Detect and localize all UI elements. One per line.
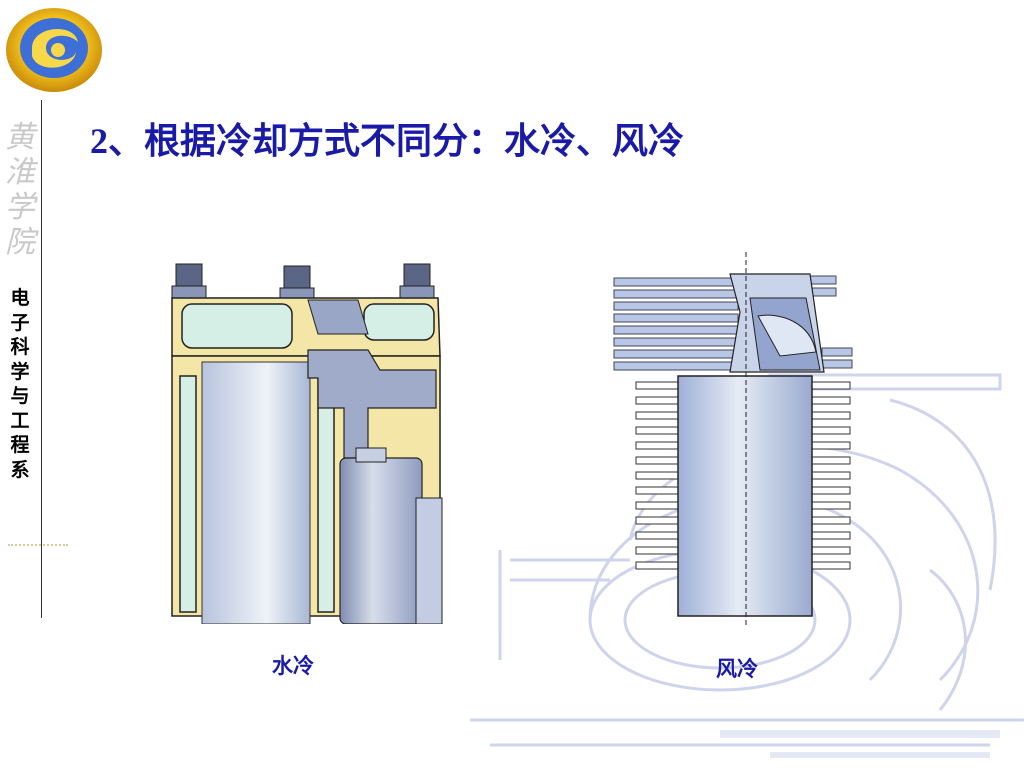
swirl-logo-icon [6,8,102,92]
slide-title: 2、根据冷却方式不同分：水冷、风冷 [90,121,685,161]
sidebar-divider [41,100,42,618]
water-cooled-cylinder-figure [171,263,443,624]
air-cooled-cylinder-figure [613,252,853,628]
sidebar-department: 电子科学与工程系 [10,287,30,481]
water-cooled-caption: 水冷 [272,654,314,678]
sidebar-dots [8,544,68,546]
sidebar-calligraphy: 黄淮学院 [5,120,35,260]
air-cooled-caption: 风冷 [716,657,758,681]
